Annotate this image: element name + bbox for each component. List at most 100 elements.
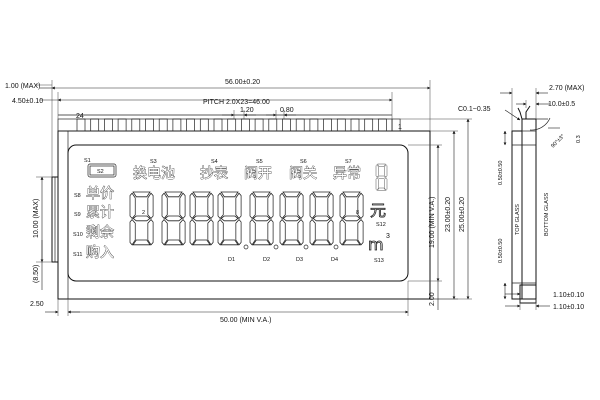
pin — [158, 118, 168, 132]
top-dimensions — [35, 80, 431, 177]
side-bottom-glass: BOTTOM GLASS — [544, 192, 550, 236]
pin-row — [76, 118, 401, 132]
seven-segment-digit — [217, 191, 242, 246]
dim-view-area-height: 19.00 (MIN V.A.) — [429, 197, 436, 249]
icon-lei-ji: 累计 — [86, 205, 114, 221]
seg-s8: S8 — [74, 193, 81, 199]
digit-row — [129, 191, 364, 250]
bottom-glass — [521, 118, 537, 300]
seg-s6: S6 — [300, 159, 307, 165]
unit-m-superscript: 3 — [386, 233, 390, 240]
seg-s5: S5 — [256, 159, 263, 165]
pin — [104, 118, 113, 132]
pin — [145, 118, 154, 132]
icon-fa-guan: 阀关 — [289, 166, 317, 182]
pin — [268, 118, 278, 132]
side-bend-angle: 90°±3° — [550, 133, 566, 149]
side-view — [500, 88, 560, 310]
pin — [350, 118, 360, 132]
digit-label-8: 8 — [356, 210, 359, 216]
icon-gou-ru: 购入 — [86, 245, 114, 261]
dim-bottom-margin: 2.00 — [429, 292, 436, 306]
pin — [391, 118, 401, 132]
seg-s2: S2 — [97, 169, 104, 175]
dim-view-area-width: 50.00 (MIN V.A.) — [220, 317, 272, 324]
seven-segment-digit — [309, 191, 334, 246]
seven-segment-digit — [339, 191, 364, 246]
small-digit — [375, 163, 388, 191]
icon-dan-jia: 单价 — [86, 186, 114, 202]
icon-huan-dian-chi: 换电池 — [133, 165, 175, 182]
side-lower-gap: 0.50±0.50 — [498, 239, 504, 263]
dim-height-inner: 23.00±0.20 — [445, 197, 452, 232]
seven-segment-digit — [129, 191, 154, 246]
dim-glass-height-max: 10.00 (MAX) — [33, 199, 40, 238]
seven-segment-digit — [279, 191, 304, 246]
seg-d3: D3 — [296, 257, 303, 263]
pin — [282, 118, 291, 132]
pin — [336, 118, 346, 132]
dim-left-margin: 2.50 — [30, 301, 44, 308]
seg-s11: S11 — [73, 252, 82, 258]
seg-s3: S3 — [150, 159, 157, 165]
seven-segment-digit — [189, 191, 214, 246]
left-dimensions — [36, 176, 52, 290]
icon-sheng-yu: 剩余 — [86, 224, 114, 241]
decimal-point — [273, 244, 279, 250]
pin — [241, 118, 250, 132]
dim-glass-offset: (8.50) — [33, 265, 40, 283]
seg-s12: S12 — [376, 222, 386, 228]
pin — [364, 118, 374, 132]
dim-height-outer: 25.00±0.20 — [459, 197, 466, 232]
icon-yi-chang: 异常 — [333, 166, 361, 182]
seg-s10: S10 — [73, 232, 83, 238]
decimal-point — [243, 244, 249, 250]
seven-segment-digit — [161, 191, 186, 246]
pin — [323, 118, 332, 132]
pin — [76, 118, 86, 132]
pin — [90, 118, 100, 132]
pin — [227, 118, 237, 132]
seg-d4: D4 — [331, 257, 338, 263]
decimal-point — [333, 244, 339, 250]
unit-yuan: 元 — [370, 201, 386, 220]
pin — [254, 118, 264, 132]
seg-d2: D2 — [263, 257, 270, 263]
side-pin-length: 10.0±0.5 — [548, 101, 575, 108]
pin — [378, 118, 387, 132]
pin — [186, 118, 195, 132]
dim-left-max: 1.00 (MAX) — [5, 83, 40, 90]
icon-fa-kai: 阀开 — [244, 166, 272, 182]
bottom-dimensions — [45, 281, 409, 316]
digit-label-2: 2 — [142, 210, 145, 216]
pin-strip — [57, 118, 393, 132]
view-area — [67, 144, 409, 282]
seven-segment-digit — [249, 191, 274, 246]
pin-label-last: 24 — [76, 113, 84, 120]
pin — [309, 118, 319, 132]
dim-pin-width: 1.20 — [240, 107, 254, 114]
seg-s4: S4 — [211, 159, 218, 165]
pin — [295, 118, 305, 132]
seg-s13: S13 — [374, 258, 384, 264]
dim-pin-gap: 0.80 — [280, 107, 294, 114]
dim-overall-width: 56.00±0.20 — [225, 79, 260, 86]
side-chamfer: C0.1~0.35 — [458, 106, 491, 113]
decimal-point — [303, 244, 309, 250]
side-thickness: 2.70 (MAX) — [549, 85, 584, 92]
side-bottom-offset-2: 1.10±0.10 — [553, 304, 584, 311]
pin — [213, 118, 223, 132]
dim-pitch: PITCH 2.0X23=46.00 — [203, 99, 270, 106]
seg-d1: D1 — [228, 257, 235, 263]
unit-m: m — [368, 235, 384, 254]
side-top-glass: TOP GLASS — [515, 204, 521, 235]
pin — [199, 118, 209, 132]
seg-s9: S9 — [74, 212, 81, 218]
pin — [117, 118, 127, 132]
side-bottom-offset-1: 1.10±0.10 — [553, 292, 584, 299]
icon-chao-biao: 抄表 — [200, 166, 228, 182]
side-bend-depth: 0.3 — [576, 135, 582, 143]
pin — [131, 118, 141, 132]
pin — [172, 118, 182, 132]
